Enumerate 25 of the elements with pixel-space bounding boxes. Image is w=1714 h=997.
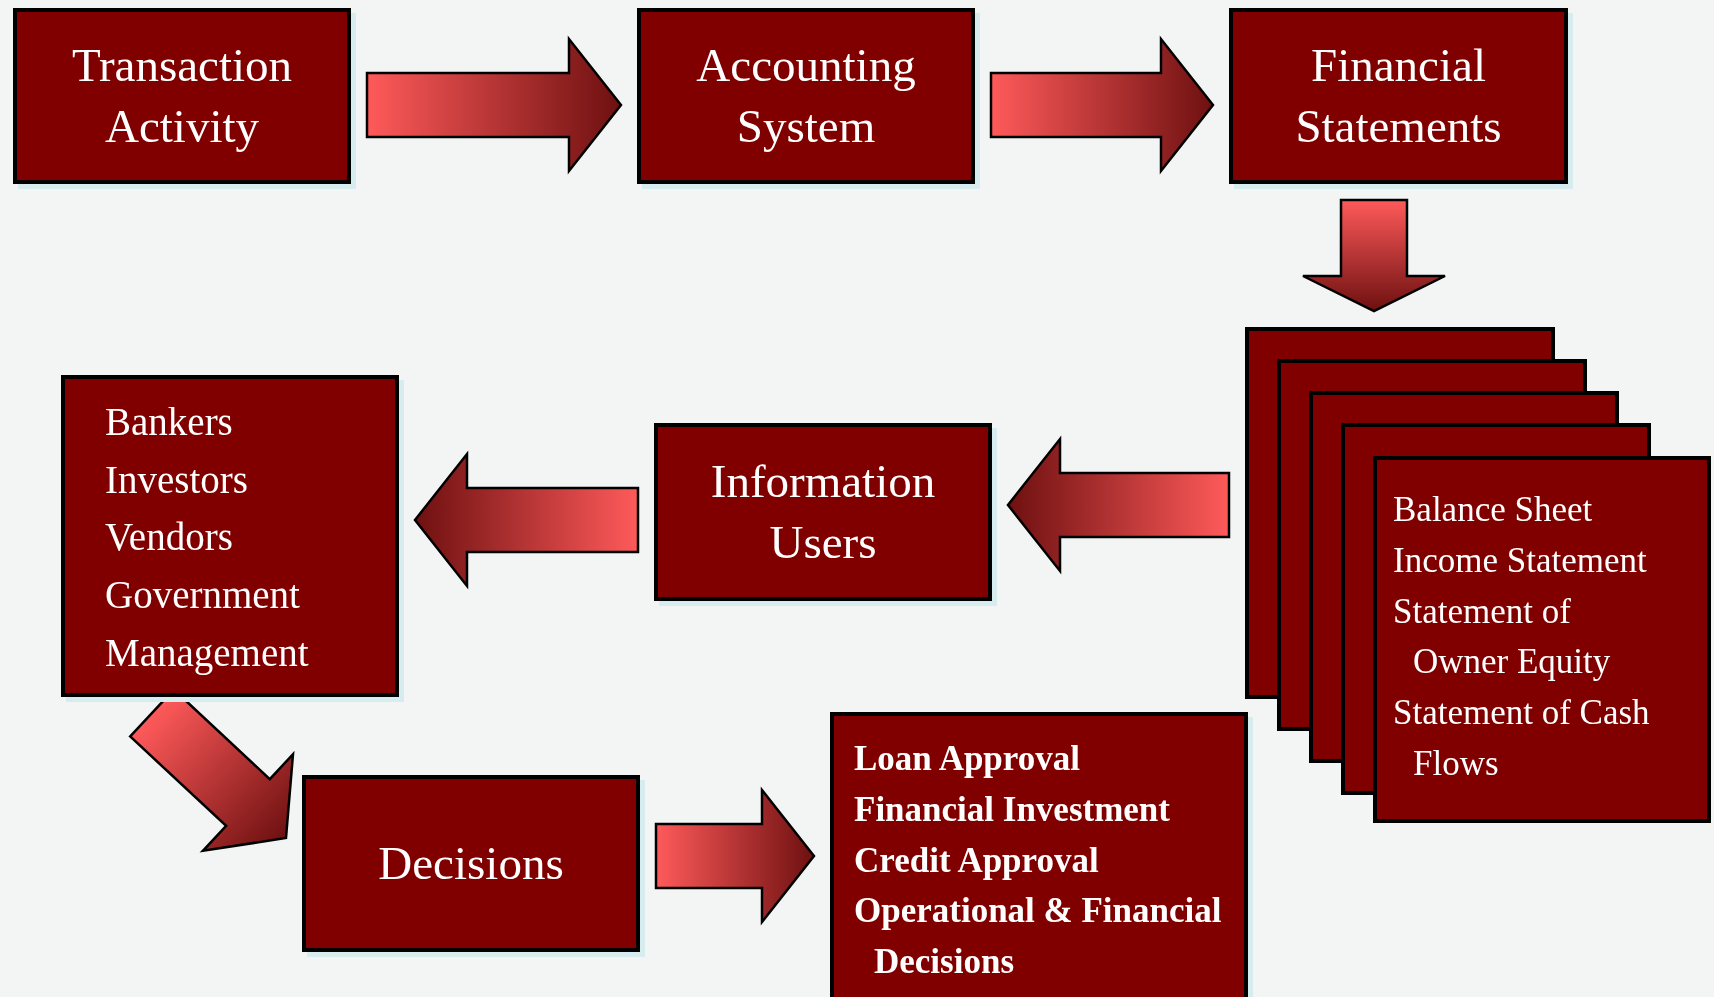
block-arrow <box>654 786 816 926</box>
list-item: Operational & Financial Decisions <box>854 890 1223 983</box>
list-item: Investors <box>105 456 248 503</box>
block-arrow <box>989 35 1215 175</box>
list-item: Income Statement <box>1393 539 1647 582</box>
list-item: Bankers <box>105 399 233 445</box>
list-item: Statement of Cash Flows <box>1393 692 1651 785</box>
list-item: Government <box>105 572 300 619</box>
list-item: Vendors <box>105 514 233 561</box>
block-arrow <box>1301 198 1447 313</box>
list-item: Credit Approval <box>854 839 1099 882</box>
list-item: Financial Investment <box>854 788 1170 831</box>
box-label: Financial Statements <box>1294 37 1503 154</box>
card-stack <box>1245 327 1711 823</box>
block-arrow <box>413 450 640 590</box>
box-label: Accounting System <box>695 37 917 154</box>
box-label: Transaction Activity <box>70 37 294 154</box>
list-item: Statement of Owner Equity <box>1393 590 1612 684</box>
block-arrow <box>365 35 623 175</box>
list-item: Loan Approval <box>854 738 1080 780</box>
box-label: Information Users <box>709 453 937 570</box>
list-item: Management <box>105 629 309 677</box>
box-label: Decisions <box>378 835 564 891</box>
block-arrow <box>1006 435 1231 575</box>
list-item: Balance Sheet <box>1393 489 1593 531</box>
